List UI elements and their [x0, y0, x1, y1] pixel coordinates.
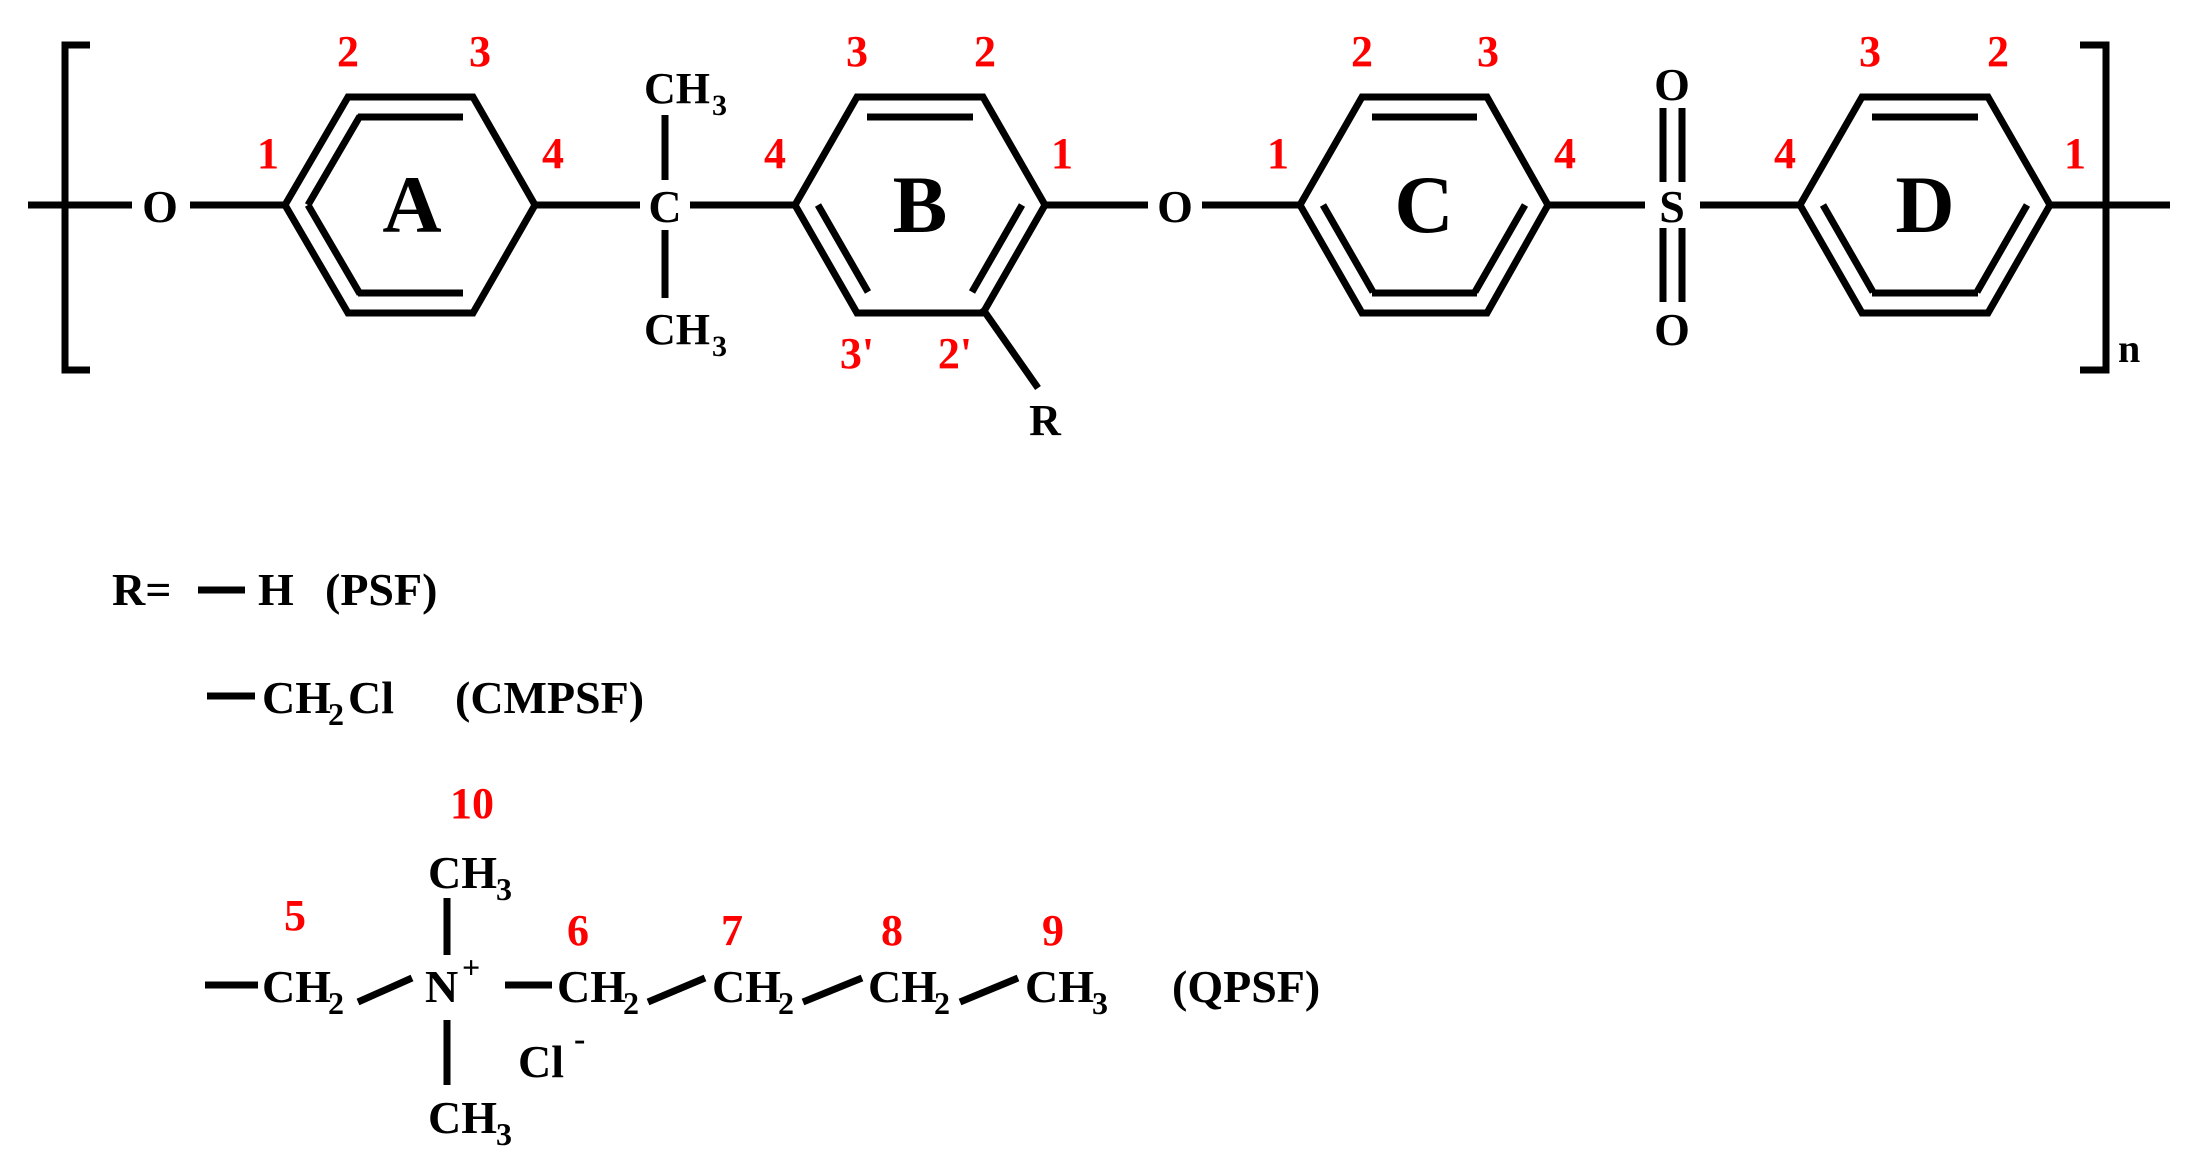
bond-ch2-n [356, 974, 414, 1006]
pos-a2: 2 [337, 27, 359, 76]
r-def-prefix: R= [112, 564, 171, 615]
qpsf-ch3-bottom-sub: 3 [496, 1116, 512, 1152]
pos-d1: 1 [2064, 129, 2086, 178]
atom-ch3-bottom: CH [644, 305, 710, 354]
pos-b3-prime: 3' [840, 329, 874, 378]
pos-b2: 2 [974, 27, 996, 76]
ring-a [280, 93, 540, 317]
qpsf-ch3-bottom: CH [428, 1092, 497, 1143]
pos-b1: 1 [1051, 129, 1073, 178]
bond-ch2b-ch2c [646, 974, 707, 1006]
pos-6: 6 [567, 906, 589, 955]
atom-ch3-top: CH [644, 64, 710, 113]
qpsf-n-charge: + [462, 949, 480, 985]
pos-a3: 3 [469, 27, 491, 76]
atom-s-sulfonyl: S [1659, 181, 1685, 232]
pos-c2: 2 [1351, 27, 1373, 76]
psf-label: (PSF) [325, 564, 437, 615]
atom-o-left: O [142, 181, 178, 232]
qpsf-n: N [425, 961, 458, 1012]
bond-ch2d-ch3 [958, 974, 1020, 1006]
pos-10: 10 [450, 779, 494, 828]
bond-ringB-r [979, 305, 1041, 391]
pos-d4: 4 [1774, 129, 1796, 178]
pos-5: 5 [284, 891, 306, 940]
atom-o-sulfonyl-bottom: O [1654, 304, 1690, 355]
bond-ch2c-ch2d [801, 974, 864, 1006]
pos-b2-prime: 2' [938, 329, 972, 378]
pos-d2: 2 [1987, 27, 2009, 76]
qpsf-ch2-c: CH [712, 961, 781, 1012]
ring-b-label: B [893, 159, 948, 250]
ring-a-label: A [382, 159, 441, 250]
qpsf-ch2-c-sub: 2 [778, 985, 794, 1021]
qpsf-ch2-d-sub: 2 [934, 985, 950, 1021]
atom-ch3-top-sub: 3 [712, 89, 727, 122]
qpsf-ch3-end: CH [1025, 961, 1094, 1012]
qpsf-ch2-d: CH [868, 961, 937, 1012]
qpsf-ch2-b: CH [557, 961, 626, 1012]
atom-c-quaternary: C [648, 181, 681, 232]
qpsf-cl: Cl [518, 1036, 564, 1087]
pos-a1: 1 [257, 129, 279, 178]
qpsf-ch3-end-sub: 3 [1092, 985, 1108, 1021]
atom-o-sulfonyl-top: O [1654, 59, 1690, 110]
qpsf-ch2-a: CH [262, 961, 331, 1012]
pos-c4: 4 [1554, 129, 1576, 178]
qpsf-ch3-top-sub: 3 [496, 871, 512, 907]
ring-b [790, 93, 1050, 317]
pos-7: 7 [721, 906, 743, 955]
repeat-subscript-n: n [2118, 326, 2140, 371]
pos-b4: 4 [764, 129, 786, 178]
qpsf-ch2-a-sub: 2 [328, 985, 344, 1021]
qpsf-ch2-b-sub: 2 [623, 985, 639, 1021]
cmpsf-sub: 2 [328, 696, 344, 732]
cmpsf-cl: Cl [348, 672, 394, 723]
ring-d-label: D [1895, 159, 1954, 250]
cmpsf-label: (CMPSF) [455, 672, 644, 723]
qpsf-label: (QPSF) [1172, 961, 1320, 1012]
atom-r-substituent: R [1029, 396, 1062, 445]
atom-ch3-bottom-sub: 3 [712, 330, 727, 363]
pos-8: 8 [881, 906, 903, 955]
pos-c3: 3 [1477, 27, 1499, 76]
qpsf-cl-charge: - [574, 1021, 585, 1058]
psf-atom-h: H [258, 564, 294, 615]
ring-c [1295, 93, 1553, 317]
pos-d3: 3 [1859, 27, 1881, 76]
cmpsf-ch: CH [262, 672, 331, 723]
pos-9: 9 [1042, 906, 1064, 955]
pos-a4: 4 [542, 129, 564, 178]
qpsf-ch3-top: CH [428, 847, 497, 898]
ring-c-label: C [1394, 159, 1453, 250]
atom-o-bridge: O [1157, 181, 1193, 232]
pos-b3: 3 [846, 27, 868, 76]
ring-d [1795, 93, 2055, 317]
pos-c1: 1 [1267, 129, 1289, 178]
